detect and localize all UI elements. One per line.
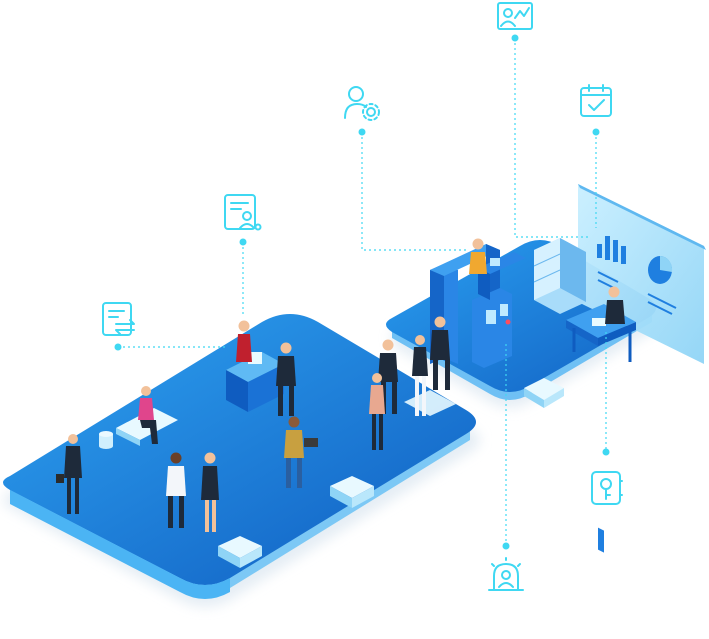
pie-chart-graphic	[648, 255, 673, 284]
person-man-walking-gate	[430, 316, 450, 390]
text-lines-graphic	[597, 271, 677, 315]
transfer-list-icon	[102, 302, 135, 336]
person-seated-woman	[138, 386, 158, 444]
server-cabinet	[533, 238, 586, 314]
key-lock-icon	[591, 471, 623, 505]
person-man-standing	[276, 342, 296, 416]
reception-desk-right	[478, 252, 526, 300]
left-platform	[3, 314, 480, 607]
chart-user-icon	[497, 2, 533, 30]
person-man-with-laptop	[284, 416, 318, 488]
person-manager-seated	[605, 286, 625, 324]
person-woman-at-gate	[412, 335, 428, 416]
person-receptionist-left	[236, 320, 252, 362]
person-woman-walking	[56, 434, 82, 514]
user-settings-icon	[344, 86, 380, 121]
document-user-icon	[224, 194, 262, 231]
person-woman-talking	[201, 452, 219, 532]
bar-chart-graphic	[597, 236, 626, 264]
connector-lines	[114, 34, 610, 550]
person-receptionist-right	[469, 238, 487, 274]
alarm-user-icon	[488, 557, 524, 591]
person-woman-middle	[369, 373, 385, 450]
people	[56, 238, 625, 532]
dashboard-panel	[578, 184, 706, 553]
person-man-white-shirt	[166, 452, 186, 528]
calendar-check-icon	[580, 84, 612, 117]
